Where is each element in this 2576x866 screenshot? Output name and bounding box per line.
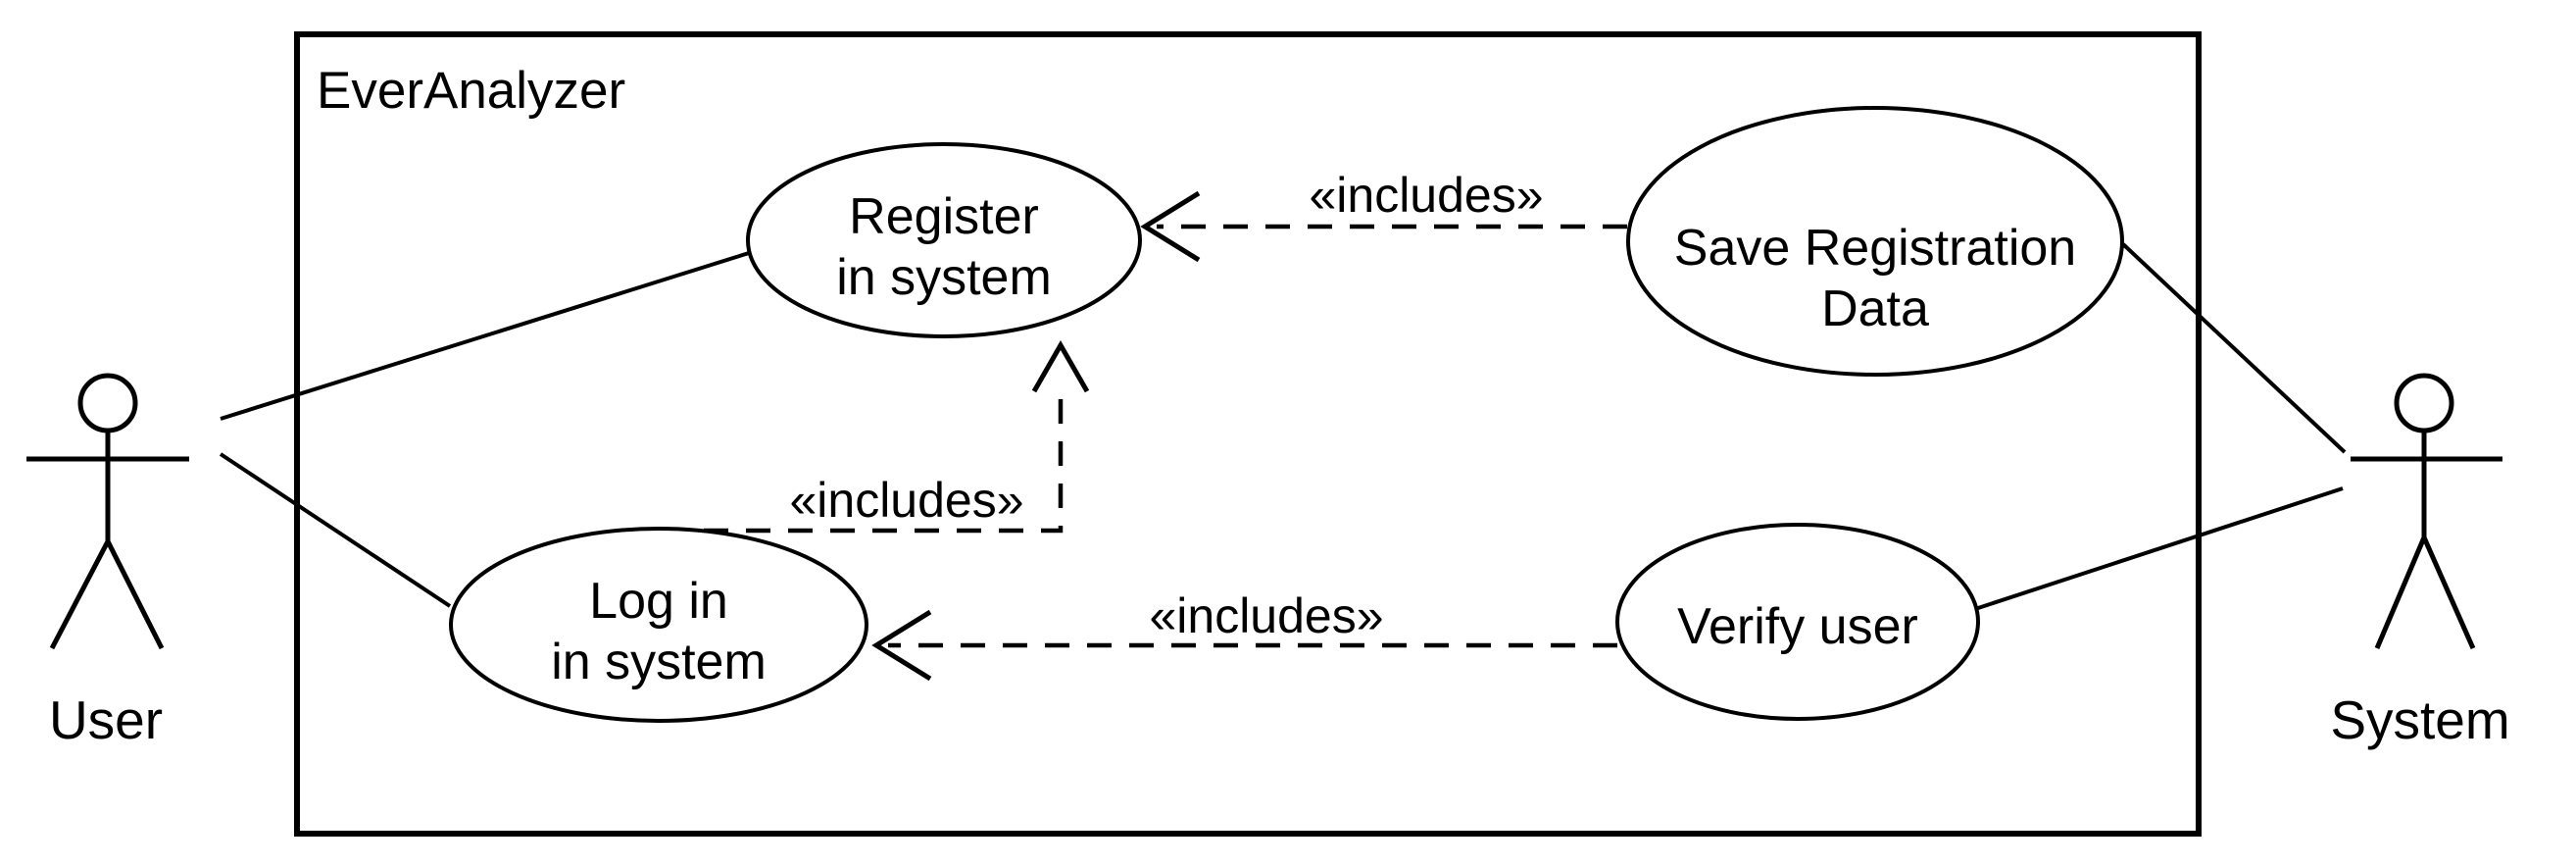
actor-head	[2394, 373, 2454, 433]
user-actor-icon	[26, 373, 189, 650]
use-case-verify-label: Verify user	[1677, 598, 1918, 655]
include-arrow-save-to-register: «includes»	[1140, 168, 1627, 263]
use-case-register	[746, 142, 1142, 338]
association-user-register	[220, 251, 750, 421]
use-case-login-label-line1: Log in	[589, 573, 728, 630]
association-save-system	[2121, 242, 2347, 454]
use-case-register-label-line2: in system	[836, 249, 1052, 306]
arrowhead-icon	[1140, 190, 1201, 263]
system-actor-label: System	[2330, 689, 2509, 750]
association-user-login	[219, 452, 452, 608]
actor-head	[77, 373, 138, 433]
use-case-save-registration-data	[1626, 106, 2124, 377]
include-label: «includes»	[1309, 168, 1543, 223]
arrowhead-icon	[871, 609, 932, 682]
actor-leg-left	[49, 539, 111, 650]
actor-leg-right	[105, 539, 165, 650]
user-actor-label: User	[49, 689, 163, 750]
include-label: «includes»	[1149, 588, 1383, 643]
use-case-login	[449, 527, 868, 723]
include-label: «includes»	[789, 473, 1023, 528]
arrowhead-icon	[1031, 339, 1090, 393]
include-dashed-elbow-line	[704, 393, 1064, 534]
system-boundary	[294, 31, 2202, 837]
system-actor-icon	[2351, 373, 2502, 650]
use-case-save-label-line2: Data	[1821, 280, 1929, 337]
include-arrow-login-to-register: «includes»	[704, 339, 1090, 534]
include-arrow-verify-to-login: «includes»	[871, 588, 1617, 682]
system-boundary-label: EverAnalyzer	[317, 62, 625, 120]
actor-leg-left	[2374, 536, 2427, 649]
use-case-register-label-line1: Register	[849, 188, 1039, 245]
actor-leg-right	[2421, 535, 2476, 650]
use-case-verify-user	[1615, 523, 1980, 721]
association-verify-system	[1977, 486, 2344, 610]
use-case-save-label-line1: Save Registration	[1674, 220, 2076, 277]
use-case-login-label-line2: in system	[551, 634, 767, 690]
